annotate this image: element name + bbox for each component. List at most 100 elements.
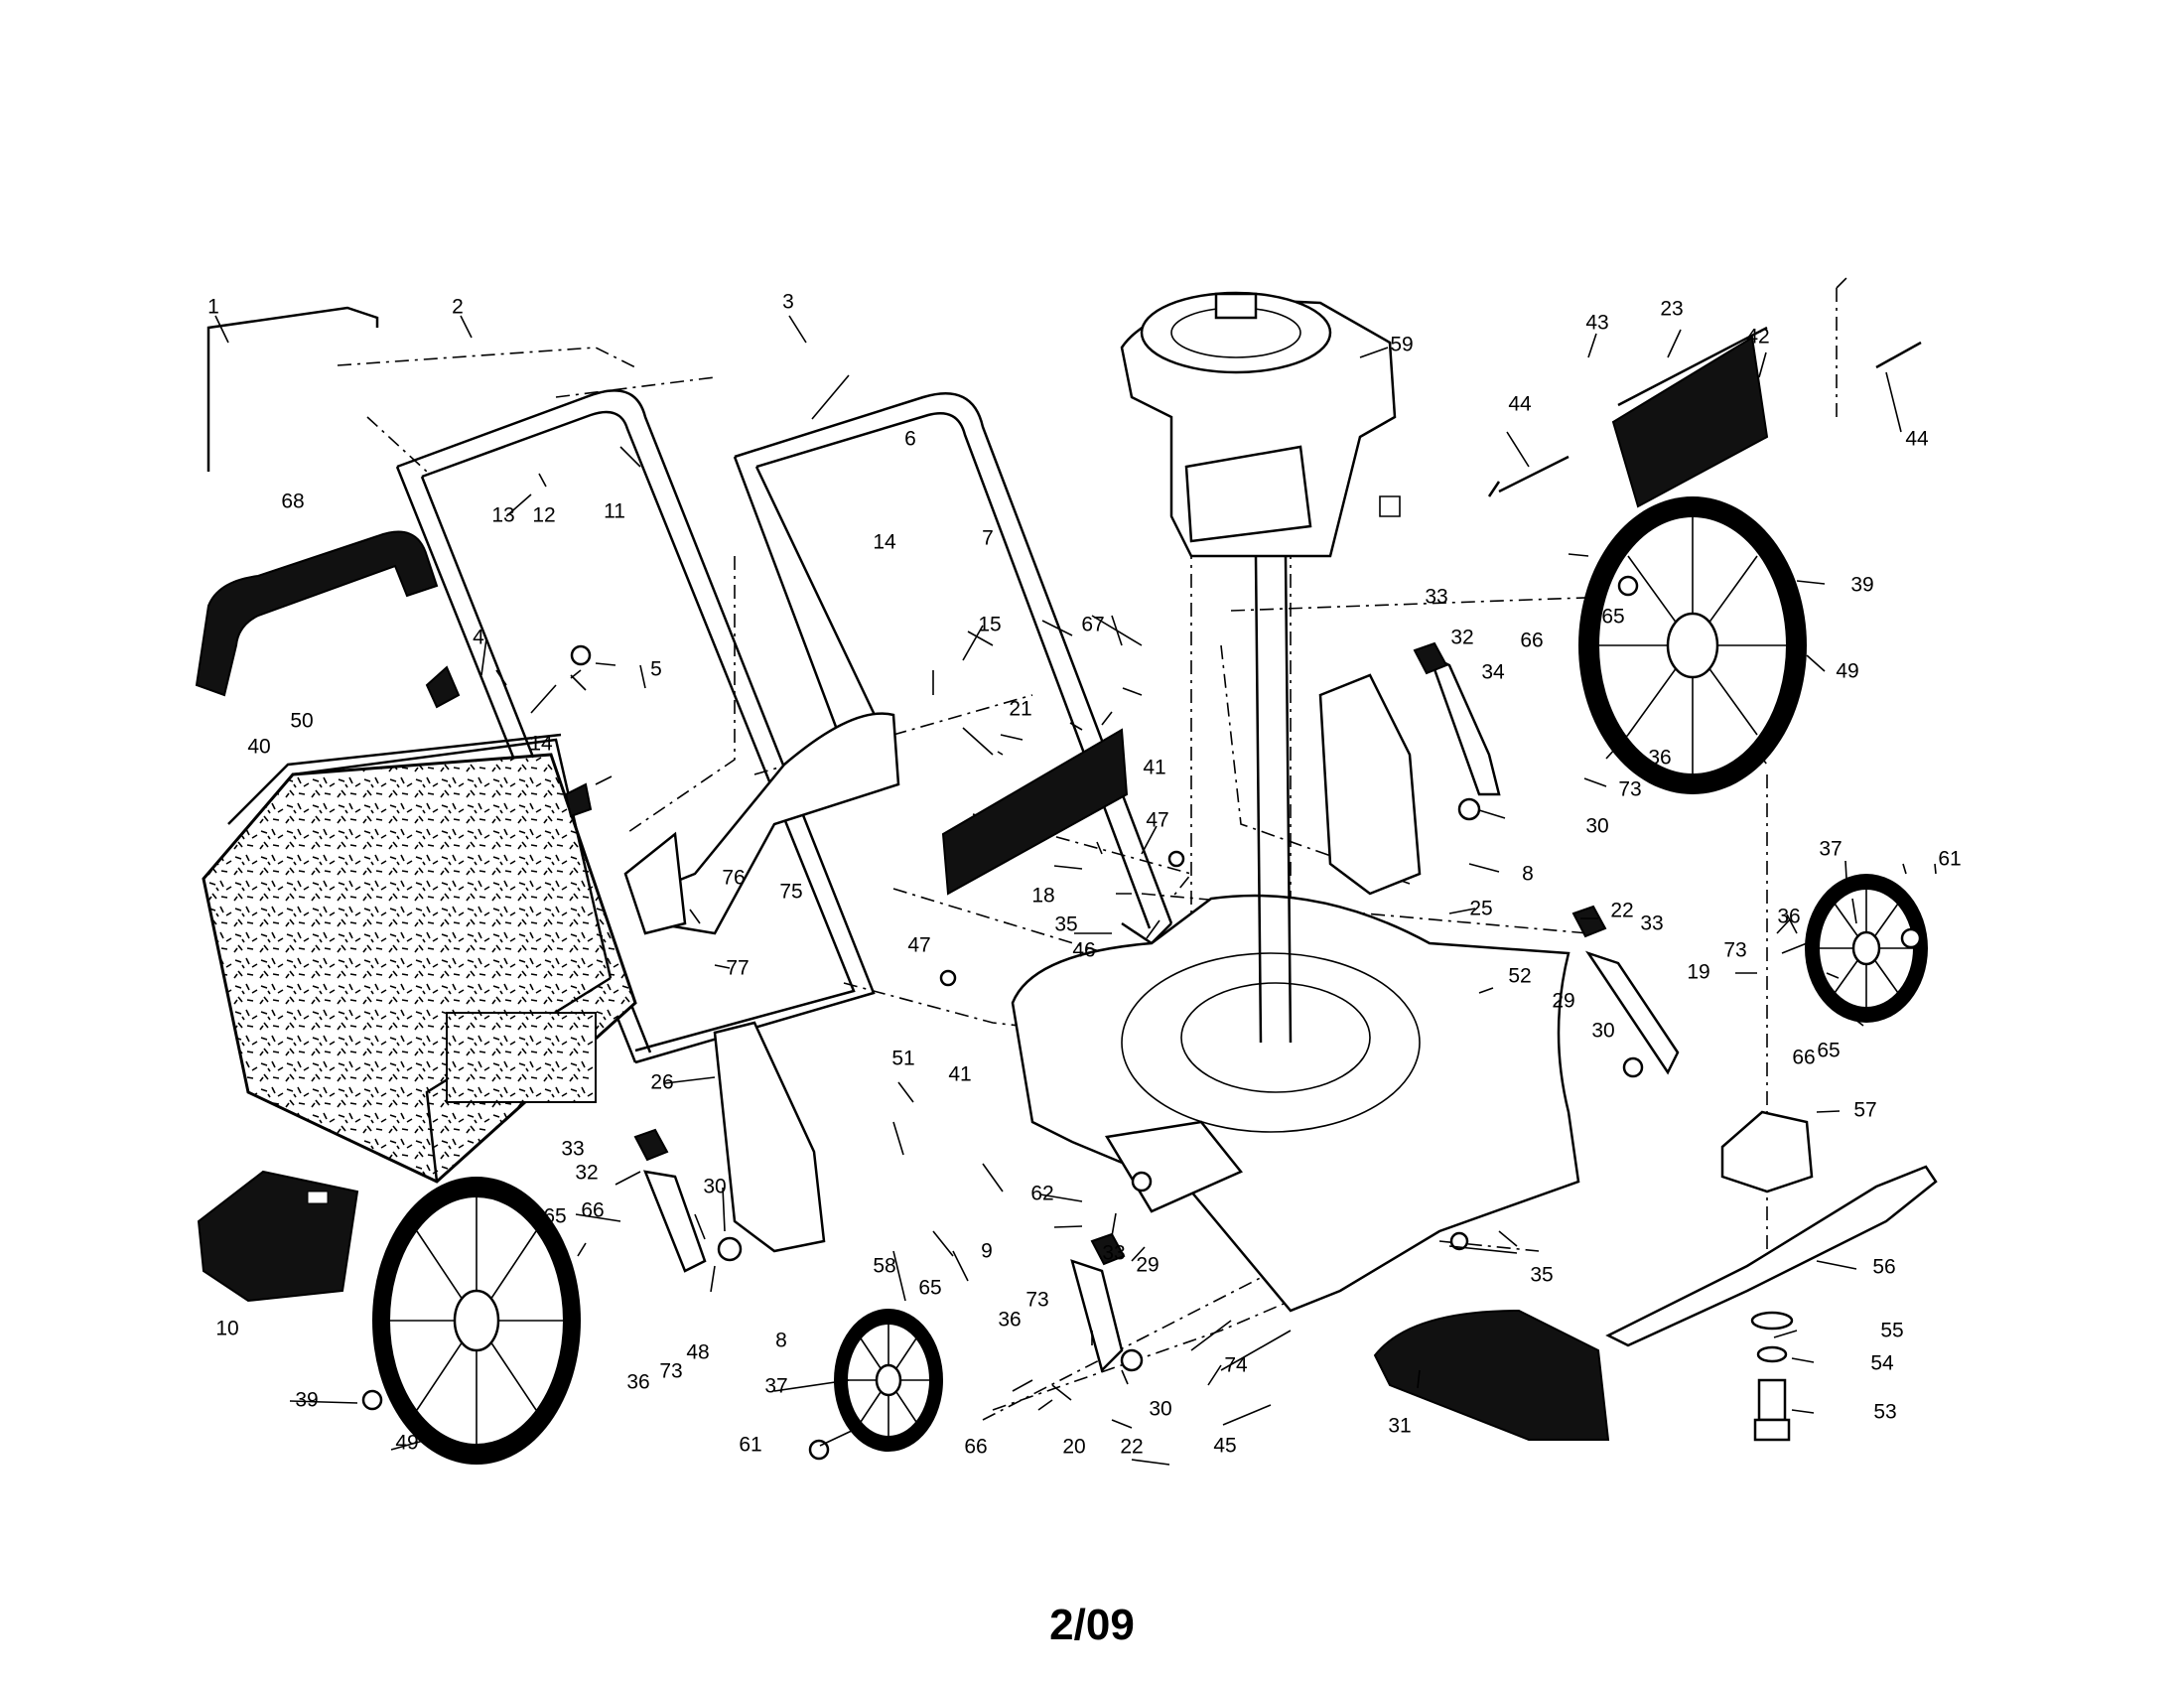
callout-43: 43 [1585,312,1608,335]
callout-74: 74 [1224,1354,1248,1377]
callout-22a: 22 [1610,900,1633,922]
callout-30c: 30 [703,1176,726,1198]
mulch-plug-21 [941,728,1129,896]
callout-37a: 37 [1819,838,1842,861]
callout-65c: 65 [543,1205,566,1228]
callout-37b: 37 [764,1375,787,1398]
rear-wheel-49-right [1578,496,1807,794]
chute-deflector-75 [623,712,900,935]
callout-11: 11 [604,500,625,523]
callout-66d: 66 [964,1436,987,1459]
callout-46: 46 [1072,939,1095,962]
callout-32a: 32 [1450,627,1473,649]
callout-29a: 29 [1552,990,1574,1013]
callout-36b: 36 [1777,906,1800,928]
callout-49b: 49 [395,1432,418,1455]
grass-catcher-bag-40-50 [202,733,637,1184]
callout-39a: 39 [1850,574,1873,597]
callout-7: 7 [982,527,994,550]
callout-66c: 66 [581,1199,604,1222]
callout-40: 40 [247,736,270,759]
callout-labels: 1 2 3 4 5 6 7 8 8 9 10 11 12 13 14 14 15… [207,291,1962,1459]
callout-33b: 33 [1640,912,1663,935]
height-adjuster-brackets [643,652,1680,1373]
callout-41a: 41 [1143,757,1165,779]
callout-57: 57 [1853,1099,1876,1122]
callout-35a: 35 [1054,913,1077,936]
callout-1: 1 [207,296,219,319]
callout-12: 12 [532,504,555,527]
callout-5: 5 [650,658,662,681]
callout-15: 15 [978,614,1001,636]
callout-8b: 8 [775,1330,787,1352]
callout-77: 77 [726,957,749,980]
callout-61a: 61 [1938,848,1961,871]
callout-33a: 33 [1425,586,1447,609]
callout-30d: 30 [1149,1398,1171,1421]
date-code: 2/09 [1049,1601,1135,1649]
callout-23: 23 [1660,298,1683,321]
callout-73b: 73 [1723,939,1746,962]
leader-lines [214,315,1937,1466]
engine-column [1254,555,1293,1044]
callout-52: 52 [1508,965,1531,988]
callout-65a: 65 [1601,606,1624,629]
callout-33c: 33 [561,1138,584,1161]
callout-36c: 36 [626,1371,649,1394]
mower-deck-52 [1011,894,1580,1313]
blade-hardware-53-55 [1750,1311,1794,1442]
callout-3: 3 [782,291,794,314]
callout-41b: 41 [948,1063,971,1086]
callout-65d: 65 [918,1277,941,1300]
callout-54: 54 [1870,1352,1894,1375]
rear-flap-23 [1611,326,1769,508]
callout-22b: 22 [1120,1436,1143,1459]
blade-adapter-57 [1720,1110,1814,1193]
callout-36a: 36 [1648,747,1671,770]
blade-56 [1605,1165,1938,1347]
callout-26: 26 [650,1071,673,1094]
callout-35b: 35 [1530,1264,1553,1287]
callout-67: 67 [1081,614,1104,636]
front-wheel-37-left [834,1309,943,1452]
front-wheel-37-right [1805,874,1928,1023]
callout-10: 10 [215,1318,238,1340]
callout-75: 75 [779,881,802,904]
callout-48: 48 [686,1341,709,1364]
callout-21: 21 [1009,698,1031,721]
rear-wheel-49-left [372,1177,581,1465]
callout-50: 50 [290,710,313,733]
axle-bolts-44 [1487,341,1922,497]
callout-66a: 66 [1520,630,1543,652]
front-flap-31 [1373,1309,1610,1441]
callout-6: 6 [904,428,916,451]
callout-30a: 30 [1585,815,1608,838]
callout-51: 51 [891,1048,914,1070]
callout-42: 42 [1746,326,1769,349]
callout-29b: 29 [1136,1254,1159,1277]
foam-grip-68 [195,530,439,697]
rear-flap-10 [197,1170,359,1303]
engine-59 [1120,291,1401,558]
callout-55: 55 [1880,1320,1903,1342]
callout-59: 59 [1390,334,1413,356]
callout-4: 4 [473,627,484,649]
callout-62: 62 [1030,1183,1053,1205]
callout-49a: 49 [1836,660,1858,683]
callout-36d: 36 [998,1309,1021,1332]
callout-56: 56 [1872,1256,1895,1279]
callout-32b: 32 [575,1162,598,1185]
callout-68: 68 [281,491,304,513]
callout-66b: 66 [1792,1047,1815,1069]
callout-45: 45 [1213,1435,1236,1458]
callout-2: 2 [452,296,464,319]
callout-53: 53 [1873,1401,1896,1424]
callout-33d: 33 [1102,1242,1125,1265]
callout-73d: 73 [1025,1289,1048,1312]
callout-20: 20 [1062,1436,1085,1459]
callout-30b: 30 [1591,1020,1614,1043]
callout-14b: 14 [529,733,553,756]
callout-73a: 73 [1618,778,1641,801]
callout-47a: 47 [1146,809,1168,832]
